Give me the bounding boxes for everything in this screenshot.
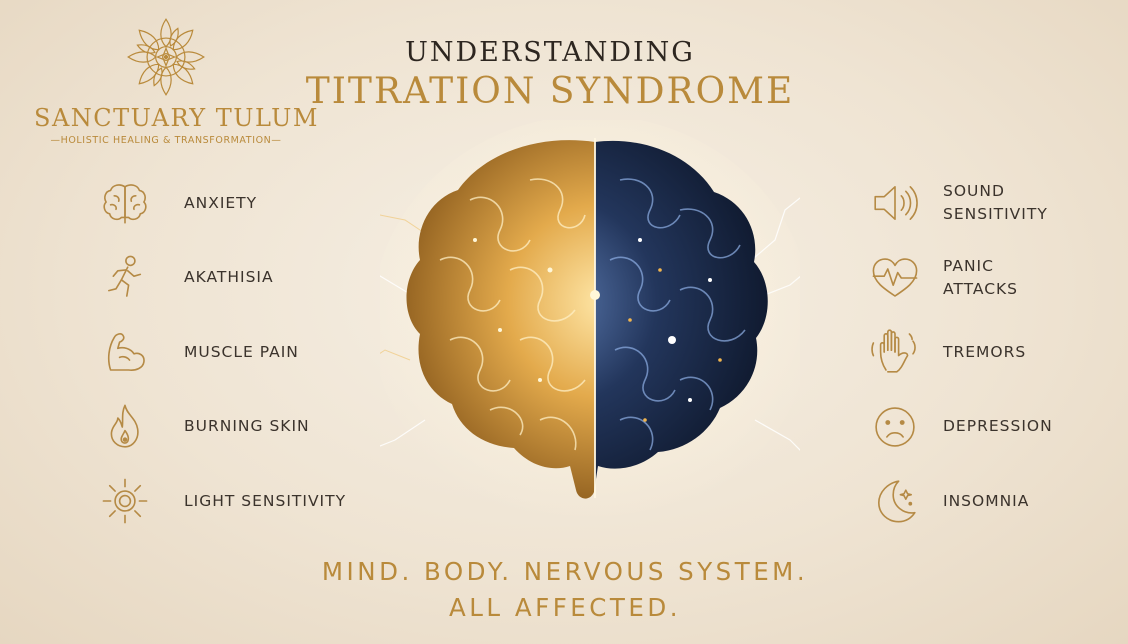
flexed-arm-icon xyxy=(96,323,154,381)
symptom-insomnia: INSOMNIA xyxy=(866,464,1106,539)
flame-icon xyxy=(96,398,154,456)
symptom-label: INSOMNIA xyxy=(943,491,1030,510)
symptom-label: ANXIETY xyxy=(184,193,258,212)
speaker-icon xyxy=(866,174,924,232)
symptom-label: DEPRESSION xyxy=(943,417,1053,436)
heartbeat-icon xyxy=(866,249,924,307)
right-symptom-list: SOUND SENSITIVITY PANIC ATTACKS xyxy=(866,166,1106,539)
slogan-line-2: ALL AFFECTED. xyxy=(449,593,681,622)
shaking-hand-icon xyxy=(866,323,924,381)
brand-name: SANCTUARY TULUM xyxy=(34,104,319,132)
symptom-label: AKATHISIA xyxy=(184,268,274,287)
symptom-label: LIGHT SENSITIVITY xyxy=(184,491,347,510)
symptom-light-sensitivity: LIGHT SENSITIVITY xyxy=(96,464,386,539)
sad-face-icon xyxy=(866,398,924,456)
symptom-anxiety: ANXIETY xyxy=(96,166,386,241)
symptom-sound-sensitivity: SOUND SENSITIVITY xyxy=(866,166,1106,241)
symptom-burning-skin: BURNING SKIN xyxy=(96,390,386,465)
symptom-panic-attacks: PANIC ATTACKS xyxy=(866,241,1106,316)
symptom-label: TREMORS xyxy=(943,342,1027,361)
lotus-mandala-icon xyxy=(127,18,205,96)
symptom-label: MUSCLE PAIN xyxy=(184,342,299,361)
symptom-label: PANIC ATTACKS xyxy=(943,256,1019,298)
left-symptom-list: ANXIETY AKATHISIA MUSCLE PA xyxy=(96,166,386,539)
split-brain-illustration xyxy=(380,120,800,525)
title-line-1: UNDERSTANDING xyxy=(405,37,695,68)
symptom-label: BURNING SKIN xyxy=(184,417,310,436)
slogan: MIND. BODY. NERVOUS SYSTEM. ALL AFFECTED… xyxy=(240,554,890,626)
symptom-akathisia: AKATHISIA xyxy=(96,241,386,316)
brand-block: SANCTUARY TULUM —HOLISTIC HEALING & TRAN… xyxy=(34,14,319,146)
symptom-tremors: TREMORS xyxy=(866,315,1106,390)
symptom-muscle-pain: MUSCLE PAIN xyxy=(96,315,386,390)
brand-tagline: —HOLISTIC HEALING & TRANSFORMATION— xyxy=(50,135,282,146)
brain-icon xyxy=(96,174,154,232)
moon-icon xyxy=(866,472,924,530)
sun-icon xyxy=(96,472,154,530)
slogan-line-1: MIND. BODY. NERVOUS SYSTEM. xyxy=(321,557,809,586)
running-person-icon xyxy=(96,249,154,307)
symptom-depression: DEPRESSION xyxy=(866,390,1106,465)
title-line-2: TITRATION SYNDROME xyxy=(305,71,795,112)
page-title: UNDERSTANDING TITRATION SYNDROME xyxy=(300,38,800,114)
symptom-label: SOUND SENSITIVITY xyxy=(943,182,1048,224)
